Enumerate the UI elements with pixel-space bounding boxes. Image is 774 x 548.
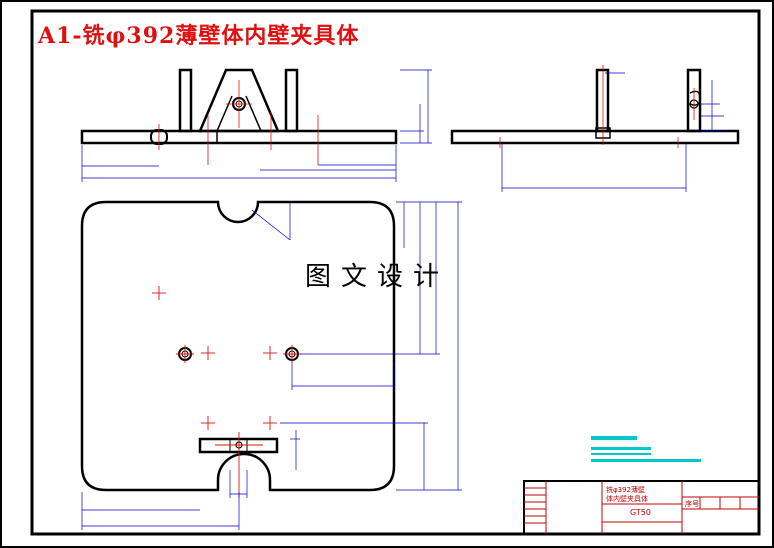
watermark-text: 图文设计	[305, 262, 450, 292]
top-plate-outline	[80, 200, 396, 492]
side-view	[450, 65, 740, 192]
title-block-part-name-2: 体内壁夹具体	[606, 495, 648, 503]
side-base-plate	[450, 129, 740, 145]
front-right-post	[284, 68, 299, 133]
top-slot-bar	[198, 437, 279, 454]
front-left-post	[178, 68, 193, 133]
title-block	[523, 480, 760, 535]
drawing-frame	[30, 9, 761, 536]
title-block-part-name-1: 铣φ392薄壁	[606, 486, 645, 494]
top-view	[80, 200, 462, 530]
technical-notes	[591, 436, 701, 462]
side-left-post	[595, 68, 610, 133]
front-view	[80, 68, 432, 182]
title-block-sheet-label: 序号	[685, 500, 699, 508]
front-support	[198, 68, 280, 133]
title-block-material: GT50	[630, 508, 651, 517]
drawing-title: A1-铣φ392薄壁体内壁夹具体	[38, 23, 360, 49]
front-base-plate	[80, 129, 398, 145]
